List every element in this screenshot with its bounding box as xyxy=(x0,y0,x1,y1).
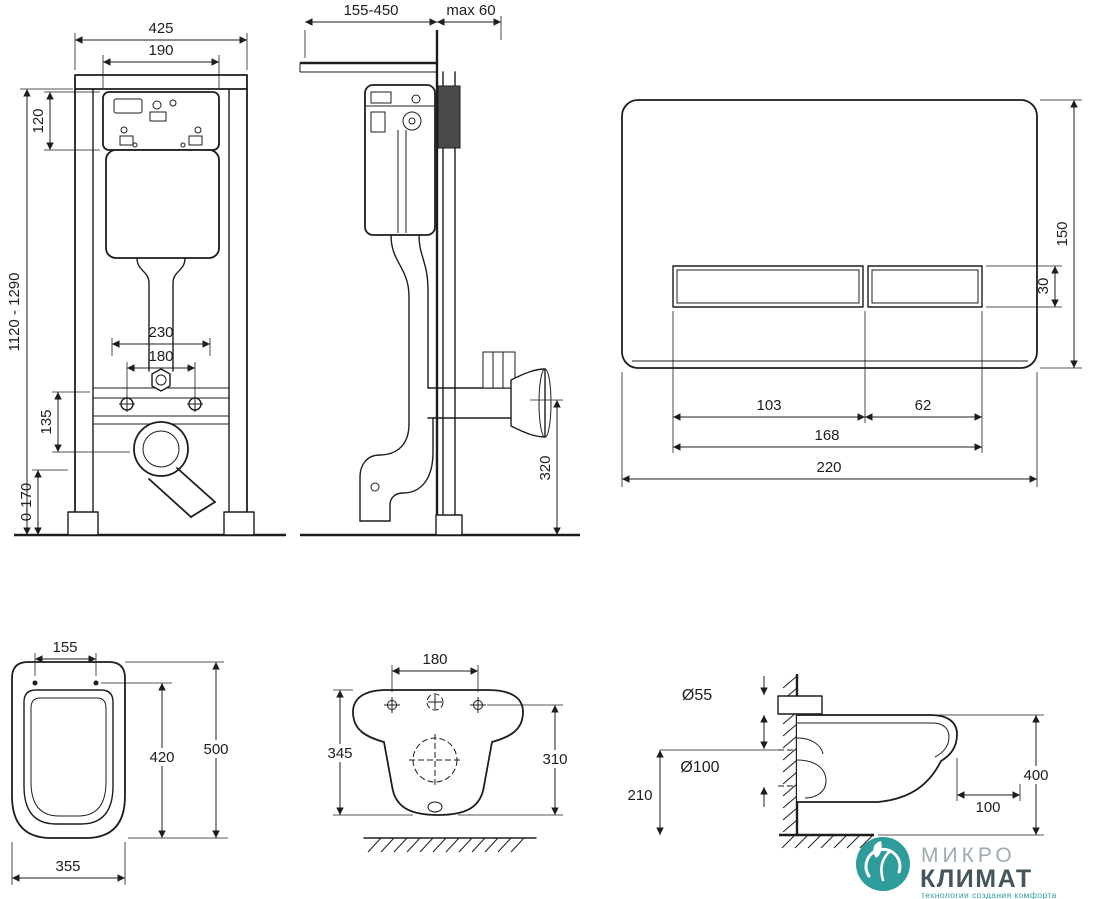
bowl-total-height-label: 500 xyxy=(203,741,228,758)
bowl-side-dimensions: Ø55 Ø100 210 400 100 xyxy=(627,676,1053,836)
bowl-outline xyxy=(11,661,126,839)
inlet-diameter-label: Ø55 xyxy=(682,687,712,704)
brand-name-top: МИКРО xyxy=(921,844,1016,867)
ground-hatch xyxy=(781,834,874,849)
bowl-front-view: 155 420 500 355 xyxy=(11,639,233,885)
rim-height-label: 420 xyxy=(149,749,174,766)
flush-button-large xyxy=(672,265,864,308)
depth-range-label: 155-450 xyxy=(343,2,398,19)
hole-span-label: 155 xyxy=(52,639,77,656)
flush-button-small xyxy=(867,265,983,308)
flush-plate xyxy=(621,99,1038,369)
drain-offset-label: 135 xyxy=(38,409,55,434)
brand-name-bottom: КЛИМАТ xyxy=(920,865,1033,893)
cistern-panel-height-label: 120 xyxy=(30,108,47,133)
bowl-back-view: 180 345 310 xyxy=(323,651,572,853)
inlet-pipe xyxy=(777,695,823,715)
flush-plate-view: 150 30 103 62 168 220 xyxy=(621,99,1082,487)
bowl-length-label: 345 xyxy=(327,745,352,762)
flush-plate-drawing xyxy=(621,99,1038,369)
frame-side-dimensions: 155-450 max 60 320 xyxy=(304,2,563,535)
bolt-span-outer-label: 230 xyxy=(148,324,173,341)
flush-plate-dimensions: 150 30 103 62 168 220 xyxy=(621,99,1082,487)
frame-width-total-label: 425 xyxy=(148,20,173,37)
wall-hatch xyxy=(782,675,798,833)
bowl-back-outline xyxy=(352,689,524,816)
buttons-span-label: 168 xyxy=(814,427,839,444)
bowl-front-drawing xyxy=(11,661,126,839)
bowl-side-drawing xyxy=(777,674,958,849)
bottom-depth-label: 100 xyxy=(975,799,1000,816)
bowl-width-label: 355 xyxy=(55,858,80,875)
bolt-span-inner-label: 180 xyxy=(148,348,173,365)
bowl-inner-length-label: 310 xyxy=(542,751,567,768)
frame-front-drawing xyxy=(14,74,286,537)
small-button-width-label: 62 xyxy=(915,397,932,414)
button-height-label: 30 xyxy=(1035,278,1052,295)
plate-height-label: 150 xyxy=(1054,221,1071,246)
cistern-side xyxy=(364,84,436,236)
bowl-front-dimensions: 155 420 500 355 xyxy=(11,639,233,885)
outlet-diameter-label: Ø100 xyxy=(680,759,719,776)
wall-bracket xyxy=(437,85,461,149)
brand-logo: МИКРО КЛИМАТ технологии создания комфорт… xyxy=(856,837,1057,899)
large-button-width-label: 103 xyxy=(756,397,781,414)
cistern-tank xyxy=(105,149,220,259)
bowl-back-drawing xyxy=(352,689,537,853)
bowl-side-view: Ø55 Ø100 210 400 100 xyxy=(627,674,1053,849)
outlet-height-label: 320 xyxy=(537,455,554,480)
bowl-back-dimensions: 180 345 310 xyxy=(323,651,572,816)
frame-height-range-label: 1120 - 1290 xyxy=(6,273,23,352)
ground-hatch xyxy=(367,837,525,853)
bowl-side-height-label: 400 xyxy=(1023,767,1048,784)
wall-outlet-flange xyxy=(510,368,546,438)
brand-tagline: технологии создания комфорта xyxy=(921,890,1057,899)
outlet-height-label: 210 xyxy=(627,787,652,804)
frame-front-view: 425 190 120 1120 - 1290 230 180 135 0-17… xyxy=(6,20,286,537)
wall-max-label: max 60 xyxy=(446,2,495,19)
frame-side-drawing xyxy=(299,30,580,537)
drain-outlet xyxy=(133,421,189,477)
bowl-profile xyxy=(796,714,958,803)
bowl-bolt-span-label: 180 xyxy=(422,651,447,668)
frame-front-dimensions: 425 190 120 1120 - 1290 230 180 135 0-17… xyxy=(6,20,248,535)
frame-side-view: 155-450 max 60 320 xyxy=(299,2,580,537)
plate-width-label: 220 xyxy=(816,459,841,476)
frame-width-inner-label: 190 xyxy=(148,42,173,59)
leg-adjustment-label: 0-170 xyxy=(18,483,35,521)
